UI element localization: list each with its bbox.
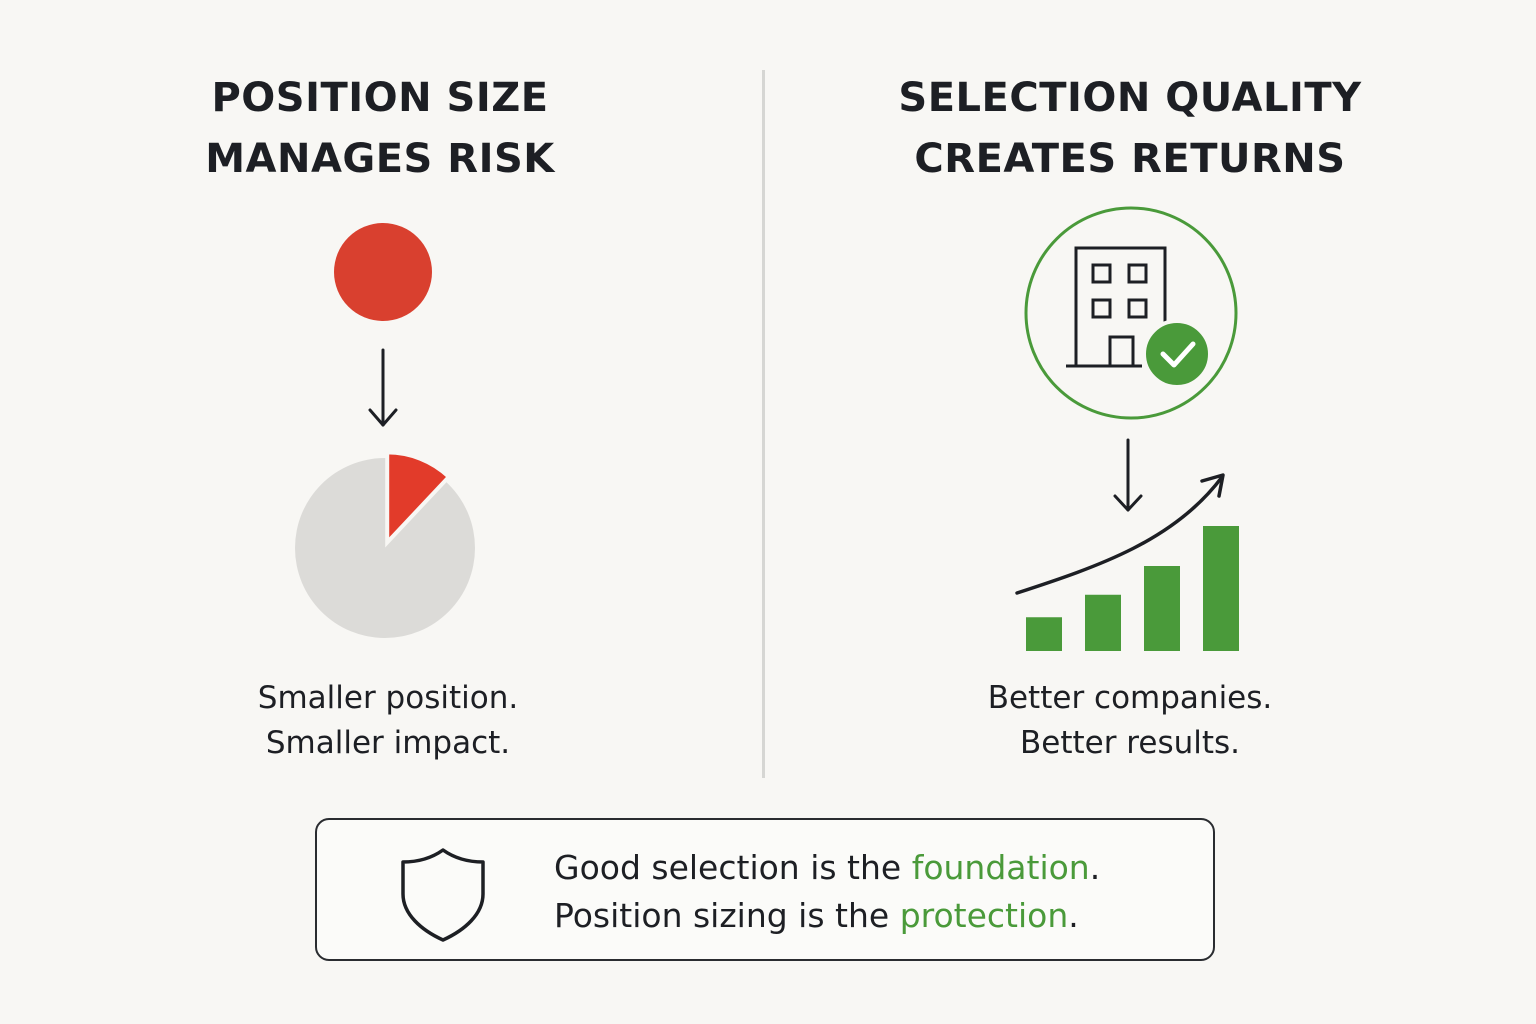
right-heading-line-1: SELECTION QUALITY bbox=[898, 75, 1362, 121]
right-heading-line-2: CREATES RETURNS bbox=[914, 136, 1346, 182]
callout-line-1: Good selection is the foundation. bbox=[554, 844, 1100, 892]
left-caption-line-1: Smaller position. bbox=[257, 680, 519, 716]
pie-chart-icon bbox=[295, 450, 475, 638]
right-caption-line-1: Better companies. bbox=[987, 680, 1273, 716]
callout-line-1-end: . bbox=[1089, 848, 1101, 887]
right-caption: Better companies. Better results. bbox=[930, 676, 1330, 766]
growth-bar bbox=[1144, 566, 1180, 651]
red-circle-icon bbox=[334, 223, 432, 321]
right-heading: SELECTION QUALITY CREATES RETURNS bbox=[880, 68, 1380, 190]
growth-bar bbox=[1085, 594, 1121, 651]
callout-line-1-text: Good selection is the bbox=[554, 848, 912, 887]
building-check-icon bbox=[1024, 206, 1238, 420]
callout-highlight-foundation: foundation bbox=[911, 848, 1090, 887]
shield-icon bbox=[401, 848, 485, 942]
check-badge-icon bbox=[1142, 319, 1212, 389]
growth-bars bbox=[1026, 526, 1239, 651]
callout-line-2-end: . bbox=[1068, 896, 1079, 935]
rising-bar-chart-icon bbox=[1015, 473, 1239, 651]
arrow-down-icon bbox=[368, 348, 398, 427]
arrow-down-icon bbox=[1113, 438, 1143, 512]
callout-line-2-text: Position sizing is the bbox=[554, 896, 900, 935]
left-heading: POSITION SIZE MANAGES RISK bbox=[130, 68, 630, 190]
pie-base bbox=[295, 458, 475, 638]
summary-callout: Good selection is the foundation. Positi… bbox=[315, 818, 1215, 961]
trend-arrow-head bbox=[1200, 473, 1225, 498]
growth-bar bbox=[1203, 526, 1239, 651]
trend-arrow-curve bbox=[1015, 475, 1224, 595]
callout-line-2: Position sizing is the protection. bbox=[554, 892, 1100, 940]
left-heading-line-2: MANAGES RISK bbox=[205, 136, 555, 182]
building-circle-frame bbox=[1024, 206, 1238, 420]
left-caption-line-2: Smaller impact. bbox=[265, 725, 511, 761]
right-caption-line-2: Better results. bbox=[1019, 725, 1241, 761]
growth-bar bbox=[1026, 617, 1062, 651]
left-caption: Smaller position. Smaller impact. bbox=[188, 676, 588, 766]
pie-risk-slice bbox=[385, 450, 452, 548]
callout-highlight-protection: protection bbox=[899, 896, 1069, 935]
building-icon bbox=[1066, 246, 1167, 368]
center-divider bbox=[762, 70, 765, 778]
left-heading-line-1: POSITION SIZE bbox=[211, 75, 549, 121]
callout-text: Good selection is the foundation. Positi… bbox=[554, 844, 1100, 940]
